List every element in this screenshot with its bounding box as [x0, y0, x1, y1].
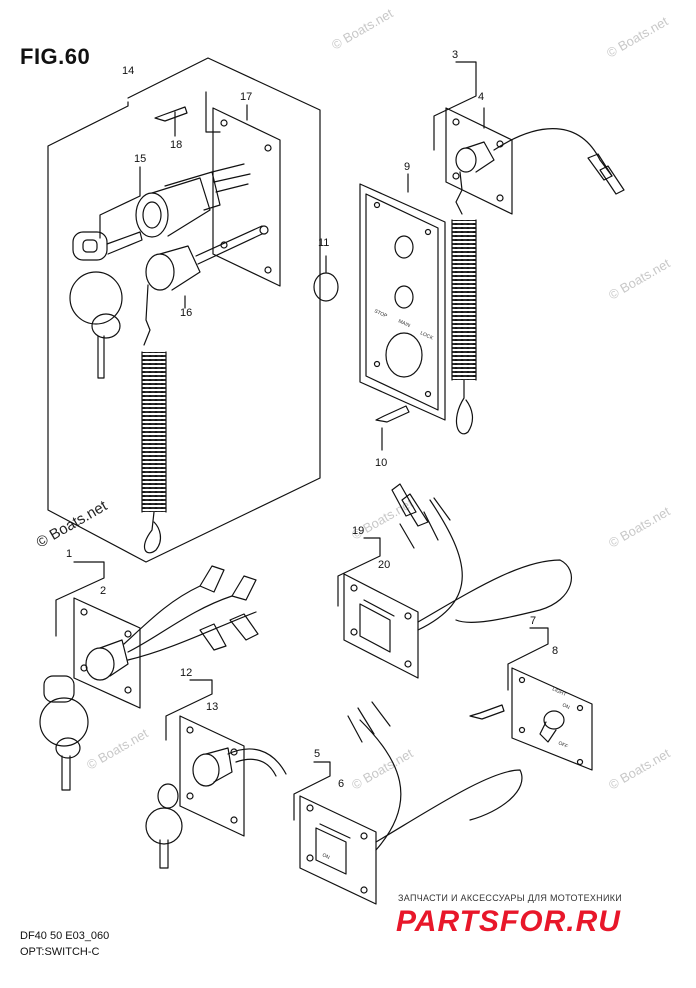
callout-11: 11 — [318, 237, 329, 249]
plate-8 — [511, 667, 593, 771]
panel-label: MAIN — [397, 318, 411, 329]
callout-14: 14 — [122, 65, 134, 77]
callout-10: 10 — [375, 457, 387, 469]
callout-2: 2 — [100, 585, 106, 597]
panel-label: STOP — [373, 308, 388, 319]
assembly-14-outline — [47, 57, 321, 563]
callout-5: 5 — [314, 748, 320, 760]
plate-6 — [299, 795, 377, 905]
panel-label: LIGHT — [551, 686, 567, 698]
callout-3: 3 — [452, 49, 458, 61]
callout-15: 15 — [134, 153, 146, 165]
figure-code: DF40 50 E03_060 — [20, 930, 110, 942]
plate-2 — [73, 597, 141, 709]
panel-label: ON — [561, 702, 571, 711]
callout-13: 13 — [206, 701, 218, 713]
panel-9-gasket — [359, 183, 446, 421]
panel-label: OFF — [557, 740, 569, 750]
callout-18: 18 — [170, 139, 182, 151]
watermark-text: © Boats.net — [34, 497, 111, 551]
figure-name: OPT:SWITCH-C — [20, 946, 100, 958]
callout-12: 12 — [180, 667, 192, 679]
plate-4 — [445, 107, 513, 215]
panel-8-labels: LIGHT ON OFF — [551, 686, 571, 750]
watermark-text: © Boats.net — [606, 503, 673, 550]
plate-13 — [179, 715, 245, 837]
figure-title: FIG.60 — [20, 44, 91, 69]
watermark-text: © Boats.net — [329, 5, 396, 52]
watermark-text: © Boats.net — [84, 725, 151, 772]
watermark-text: © Boats.net — [604, 13, 671, 60]
callout-6: 6 — [338, 778, 344, 790]
watermark-text: © Boats.net — [606, 745, 673, 792]
callout-17: 17 — [240, 91, 252, 103]
callout-4: 4 — [478, 91, 484, 103]
callout-1: 1 — [66, 548, 72, 560]
panel-label: ON — [321, 852, 331, 861]
panel-label: LOCK — [419, 330, 434, 341]
callout-16: 16 — [180, 307, 192, 319]
brand-logo: PARTSFOR.RU — [396, 905, 621, 938]
watermarks: © Boats.net © Boats.net © Boats.net © Bo… — [34, 5, 673, 792]
callout-20: 20 — [378, 559, 390, 571]
plate-17 — [212, 107, 281, 287]
panel-9-plate — [365, 193, 439, 411]
panel-9-labels: STOP MAIN LOCK — [373, 308, 434, 341]
callout-7: 7 — [530, 615, 536, 627]
plate-20 — [343, 573, 419, 679]
callout-8: 8 — [552, 645, 558, 657]
callout-numbers: 1 2 3 4 5 6 7 8 9 10 11 12 13 14 15 16 1… — [66, 49, 558, 790]
callout-9: 9 — [404, 161, 410, 173]
watermark-text: © Boats.net — [606, 255, 673, 302]
callout-19: 19 — [352, 525, 364, 537]
promo-text: ЗАПЧАСТИ И АКСЕССУАРЫ ДЛЯ МОТОТЕХНИКИ — [398, 893, 623, 903]
watermark-text: © Boats.net — [349, 745, 416, 792]
